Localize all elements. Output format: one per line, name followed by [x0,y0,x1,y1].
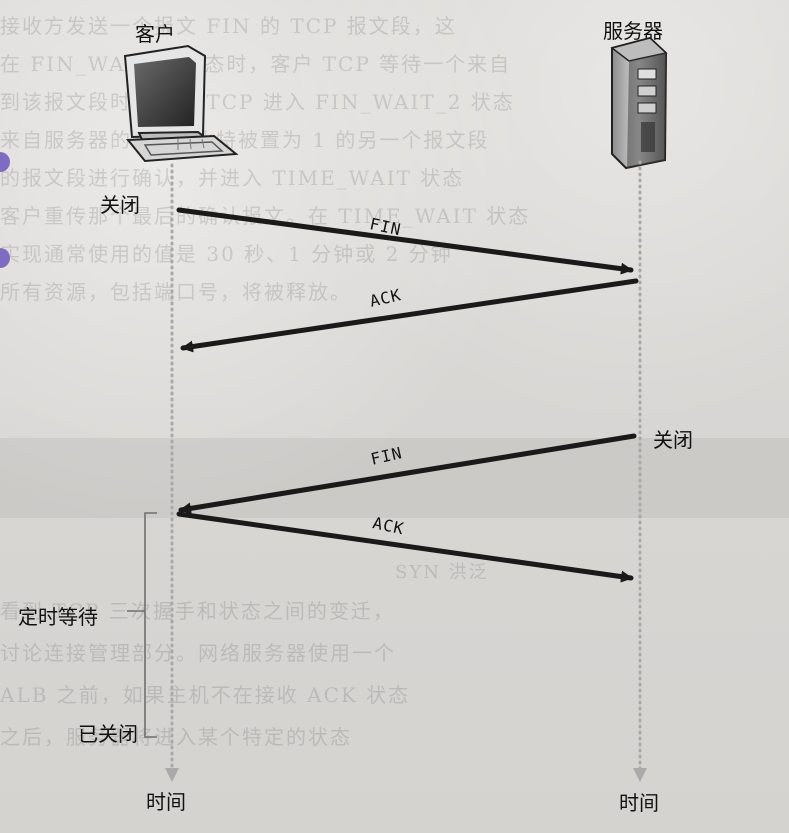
server-tower-icon [610,36,668,170]
desktop-computer-icon [123,44,239,163]
background-band [0,438,789,518]
background-text-line: 到该报文段时，客户 TCP 进入 FIN_WAIT_2 状态 [0,90,515,114]
ack-arrow-server-to-client [180,278,639,353]
background-text-line: 来自服务器的 FIN 比特被置为 1 的另一个报文段 [0,128,490,152]
time-wait-bracket [144,512,157,738]
client-timeline-arrowhead [165,768,179,782]
server-timeline-arrowhead [633,768,647,782]
server-close-label: 关闭 [653,428,693,452]
client-title: 客户 [135,22,175,46]
background-text-line: 客户重传那个最后的确认报文。在 TIME_WAIT 状态 [0,204,531,228]
background-text-line: 接收方发送一个报文 FIN 的 TCP 报文段，这 [0,14,457,38]
side-marker [0,248,10,268]
background-text-line: 看到 TCP 三次握手和状态之间的变迁， [0,599,395,623]
background-text-line: 的报文段进行确认，并进入 TIME_WAIT 状态 [0,166,465,190]
server-time-label: 时间 [619,791,659,815]
background-text-line: ALB 之前，如果主机不在接收 ACK 状态 [0,683,411,707]
client-close-label: 关闭 [100,193,140,217]
background-text-line: 实现通常使用的值是 30 秒、1 分钟或 2 分钟 [0,242,453,266]
ack-arrow-client-to-server [176,511,634,583]
background-text-line: 所有资源，包括端口号，将被释放。 [0,280,352,304]
background-text-line: 在 FIN_WAIT 1 状态时，客户 TCP 等待一个来自 [0,52,512,76]
server-title: 服务器 [603,19,663,43]
closed-label: 已关闭 [78,722,138,746]
fin-arrow-server-to-client [178,433,637,515]
time-wait-label: 定时等待 [18,605,98,629]
background-text-line: 讨论连接管理部分。网络服务器使用一个 [0,641,396,665]
background-text-line: SYN 洪泛 [395,562,489,583]
side-marker [0,152,10,172]
fin-arrow-client-to-server [176,207,634,275]
client-time-label: 时间 [146,790,186,814]
background-text-line: 之后，服务器将进入某个特定的状态 [0,725,352,749]
